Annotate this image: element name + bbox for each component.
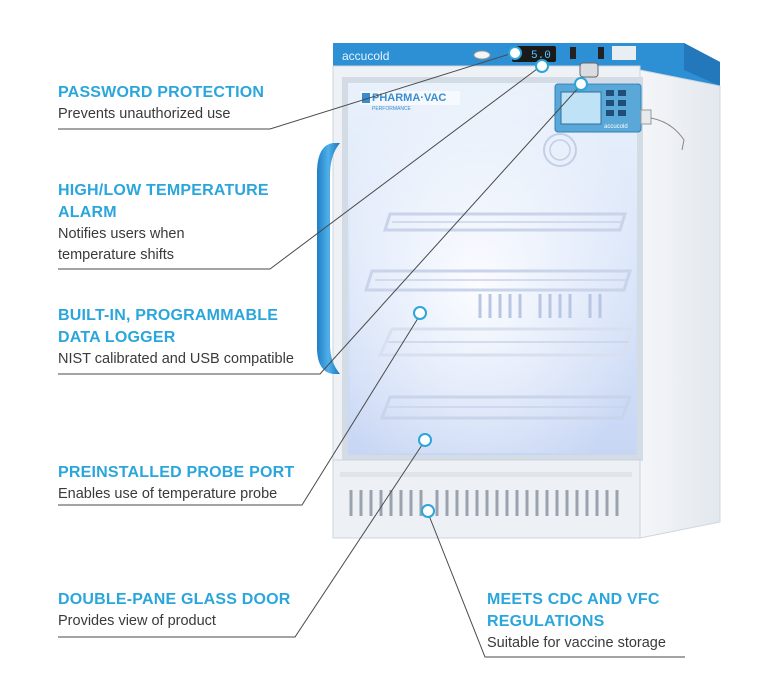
feature-desc: Provides view of product (58, 613, 216, 629)
callout-dot-password (508, 46, 522, 60)
leader-alarm (58, 65, 542, 270)
feature-desc: Enables use of temperature probe (58, 486, 278, 502)
feature-password: PASSWORD PROTECTION Prevents unauthorize… (58, 82, 288, 125)
callout-dot-cdc (421, 504, 435, 518)
product-line-sticker-bg (360, 91, 460, 105)
cabinet-side-panel (639, 69, 721, 539)
callout-dot-logger (574, 77, 588, 91)
feature-cdc: MEETS CDC AND VFC REGULATIONS Suitable f… (487, 589, 687, 654)
brand-logo: accucold (342, 49, 389, 63)
feature-desc: Prevents unauthorized use (58, 106, 231, 122)
control-strip: 5.0 (473, 46, 636, 62)
feature-title: DOUBLE-PANE GLASS DOOR (58, 591, 291, 608)
door-handle (317, 143, 340, 374)
leader-cdc (427, 512, 685, 658)
feature-title: BUILT-IN, PROGRAMMABLE DATA LOGGER (58, 307, 279, 346)
wire-shelves (363, 212, 635, 420)
feature-glass: DOUBLE-PANE GLASS DOOR Provides view of … (58, 589, 318, 632)
leader-glass (58, 441, 425, 638)
probe-port (579, 62, 599, 78)
kick-plate-vents (349, 490, 619, 516)
leader-password (58, 52, 514, 130)
logger-cable (650, 117, 685, 151)
feature-desc: NIST calibrated and USB compatible (58, 351, 294, 367)
leader-logger (58, 85, 581, 375)
product-line-label: PHARMA·VAC (372, 92, 446, 104)
fan-vent (543, 133, 577, 167)
feature-title: PASSWORD PROTECTION (58, 84, 265, 101)
rear-vents (478, 294, 602, 318)
feature-logger: BUILT-IN, PROGRAMMABLE DATA LOGGER NIST … (58, 305, 323, 370)
logger-badge: accucold (604, 124, 628, 130)
leader-probe (58, 314, 421, 506)
feature-desc: Suitable for vaccine storage (487, 635, 666, 651)
feature-title: HIGH/LOW TEMPERATURE ALARM (58, 182, 269, 221)
callout-dot-alarm (535, 59, 549, 73)
product-sub-label: PERFORMANCE (372, 106, 412, 112)
feature-title: MEETS CDC AND VFC REGULATIONS (487, 591, 660, 630)
feature-alarm: HIGH/LOW TEMPERATURE ALARM Notifies user… (58, 180, 288, 266)
display-reading: 5.0 (531, 50, 551, 62)
product-line-logo-mark (362, 93, 370, 103)
feature-title: PREINSTALLED PROBE PORT (58, 464, 295, 481)
callout-dot-probe (413, 306, 427, 320)
feature-desc: Notifies users when temperature shifts (58, 226, 185, 263)
callout-dot-glass (418, 433, 432, 447)
data-logger-panel: accucold (554, 83, 652, 133)
feature-probe: PREINSTALLED PROBE PORT Enables use of t… (58, 462, 318, 505)
